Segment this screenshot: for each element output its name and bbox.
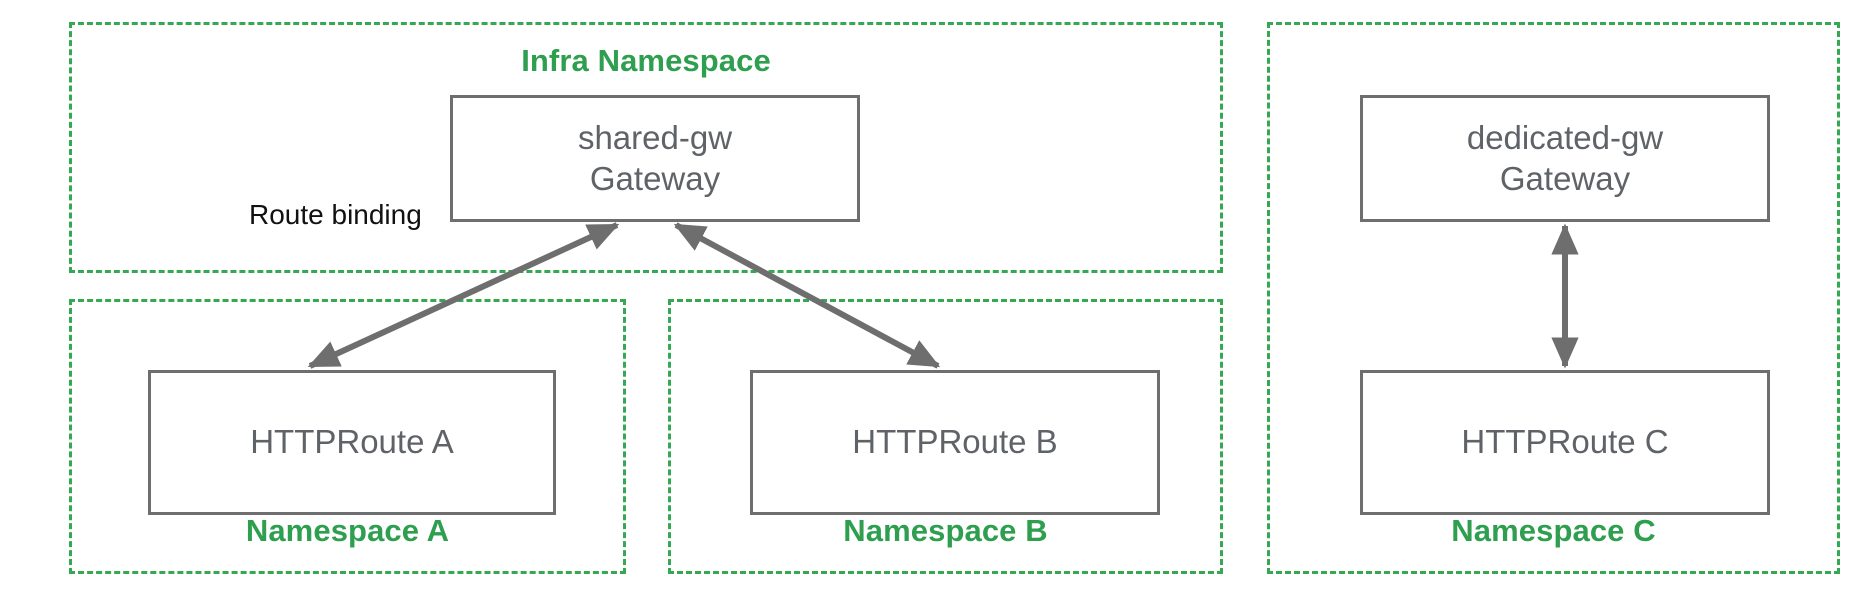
edge-label-route-binding: Route binding bbox=[249, 199, 422, 230]
namespace-container-infra: Infra Namespace bbox=[69, 22, 1223, 273]
namespace-label-b: Namespace B bbox=[843, 513, 1048, 548]
resource-box-httproute-a[interactable]: HTTPRoute A bbox=[148, 370, 556, 515]
resource-box-shared-gw[interactable]: shared-gw Gateway bbox=[450, 95, 860, 222]
namespace-label-infra: Infra Namespace bbox=[521, 43, 771, 78]
resource-kind-dedicated-gw: Gateway bbox=[1499, 159, 1631, 197]
namespace-container-b: Namespace B bbox=[668, 299, 1223, 574]
resource-name-dedicated-gw: dedicated-gw bbox=[1466, 119, 1664, 157]
resource-name-httproute-b: HTTPRoute B bbox=[852, 423, 1058, 461]
resource-name-httproute-c: HTTPRoute C bbox=[1461, 423, 1669, 461]
namespace-container-c: Namespace C bbox=[1267, 22, 1840, 574]
resource-box-dedicated-gw[interactable]: dedicated-gw Gateway bbox=[1360, 95, 1770, 222]
resource-name-httproute-a: HTTPRoute A bbox=[250, 423, 454, 461]
resource-name-shared-gw: shared-gw bbox=[577, 119, 733, 157]
resource-box-httproute-b[interactable]: HTTPRoute B bbox=[750, 370, 1160, 515]
namespace-label-a: Namespace A bbox=[245, 513, 450, 548]
namespace-label-c: Namespace C bbox=[1451, 513, 1656, 548]
resource-box-httproute-c[interactable]: HTTPRoute C bbox=[1360, 370, 1770, 515]
resource-kind-shared-gw: Gateway bbox=[589, 159, 721, 197]
